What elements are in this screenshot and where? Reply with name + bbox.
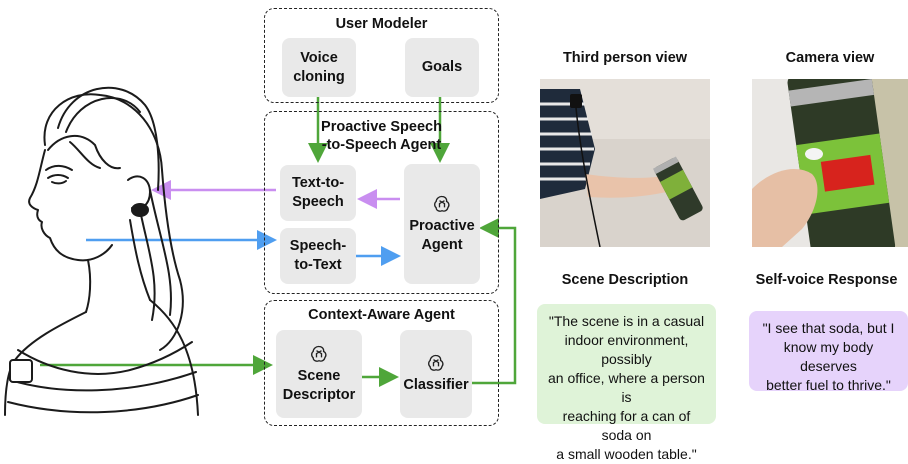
third-person-photo: [540, 79, 710, 247]
user-modeler-title: User Modeler: [335, 16, 428, 32]
scene-descriptor-node: Scene Descriptor: [276, 330, 362, 418]
voice-cloning-node: Voice cloning: [282, 38, 356, 97]
scene-description-title: Scene Description: [561, 272, 689, 288]
self-voice-title: Self-voice Response: [755, 272, 898, 288]
proactive-agent-label: Proactive Agent: [409, 217, 475, 253]
camera-title: Camera view: [785, 50, 875, 66]
tts-node: Text-to- Speech: [280, 165, 356, 221]
arrow-classifier-to-agent: [472, 218, 517, 385]
classifier-label: Classifier: [403, 377, 469, 393]
speech-agent-group: Proactive Speech -to-Speech Agent: [264, 111, 499, 294]
user-modeler-group: User Modeler: [264, 8, 499, 103]
stt-label: Speech- to-Text: [289, 238, 347, 273]
context-agent-group: Context-Aware Agent: [264, 300, 499, 426]
openai-logo-icon: [428, 354, 444, 371]
camera-photo: [752, 79, 908, 247]
scene-description-box: "The scene is in a casual indoor environ…: [537, 304, 716, 462]
openai-logo-icon: [311, 345, 327, 362]
classifier-node: Classifier: [400, 330, 472, 418]
connector-layer: [40, 97, 517, 387]
stt-node: Speech- to-Text: [280, 228, 356, 284]
context-agent-title: Context-Aware Agent: [308, 307, 455, 323]
voice-cloning-label: Voice cloning: [293, 49, 345, 85]
third-person-title: Third person view: [562, 50, 688, 66]
openai-logo-icon: [434, 195, 450, 212]
person-illustration: [4, 86, 199, 416]
scene-descriptor-label: Scene Descriptor: [282, 367, 356, 403]
self-voice-box: "I see that soda, but I know my body des…: [749, 311, 908, 393]
speech-agent-title: Proactive Speech -to-Speech Agent: [321, 119, 442, 153]
goals-node: Goals: [405, 38, 479, 97]
goals-label: Goals: [421, 59, 463, 75]
tts-label: Text-to- Speech: [291, 175, 345, 210]
proactive-agent-node: Proactive Agent: [404, 164, 480, 284]
